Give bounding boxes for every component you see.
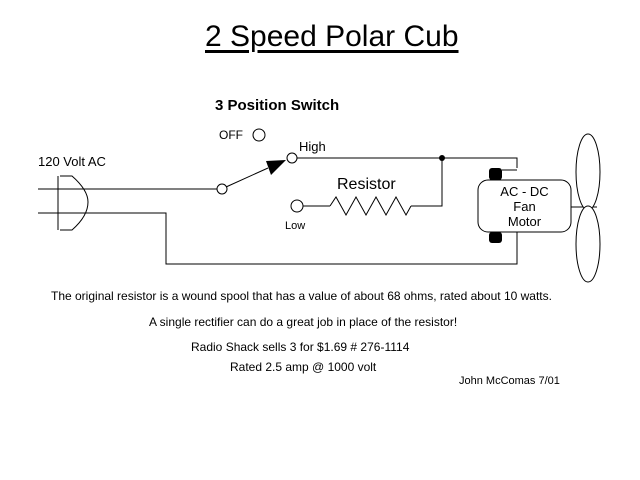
motor-label-line2: Fan xyxy=(513,199,536,214)
motor-label: AC - DC Fan Motor xyxy=(478,184,571,229)
motor-label-line3: Motor xyxy=(507,214,542,229)
switch-common-terminal xyxy=(216,183,228,195)
source-label: 120 Volt AC xyxy=(38,154,106,169)
ac-plug xyxy=(57,175,89,231)
switch-arrowhead xyxy=(266,160,286,175)
switch-low-terminal xyxy=(290,199,304,213)
note-line-3: Radio Shack sells 3 for $1.69 # 276-1114 xyxy=(191,340,410,354)
switch-off-terminal xyxy=(252,128,266,142)
motor-brush-bottom xyxy=(489,232,502,243)
motor-label-line1: AC - DC xyxy=(500,184,549,199)
fan-blade-bottom xyxy=(575,205,601,283)
switch-high-terminal xyxy=(286,152,298,164)
motor-brush-top xyxy=(489,168,502,180)
wire-high xyxy=(297,157,518,168)
resistor-symbol xyxy=(329,195,412,217)
note-line-4: Rated 2.5 amp @ 1000 volt xyxy=(230,360,377,374)
motor-body xyxy=(477,179,572,233)
resistor-label: Resistor xyxy=(337,176,396,193)
note-line-1: The original resistor is a wound spool t… xyxy=(51,289,552,303)
author-credit: John McComas 7/01 xyxy=(459,375,560,387)
switch-heading: 3 Position Switch xyxy=(215,97,340,114)
note-line-2: A single rectifier can do a great job in… xyxy=(149,315,458,329)
switch-off-label: OFF xyxy=(219,128,243,142)
switch-high-label: High xyxy=(299,139,326,154)
diagram-title: 2 Speed Polar Cub xyxy=(205,20,459,53)
wire-resistor-to-junction xyxy=(411,158,443,207)
switch-low-label: Low xyxy=(285,220,306,232)
wire-neutral xyxy=(92,212,518,265)
switch-lever xyxy=(225,167,269,188)
fan-blade-top xyxy=(575,133,601,211)
